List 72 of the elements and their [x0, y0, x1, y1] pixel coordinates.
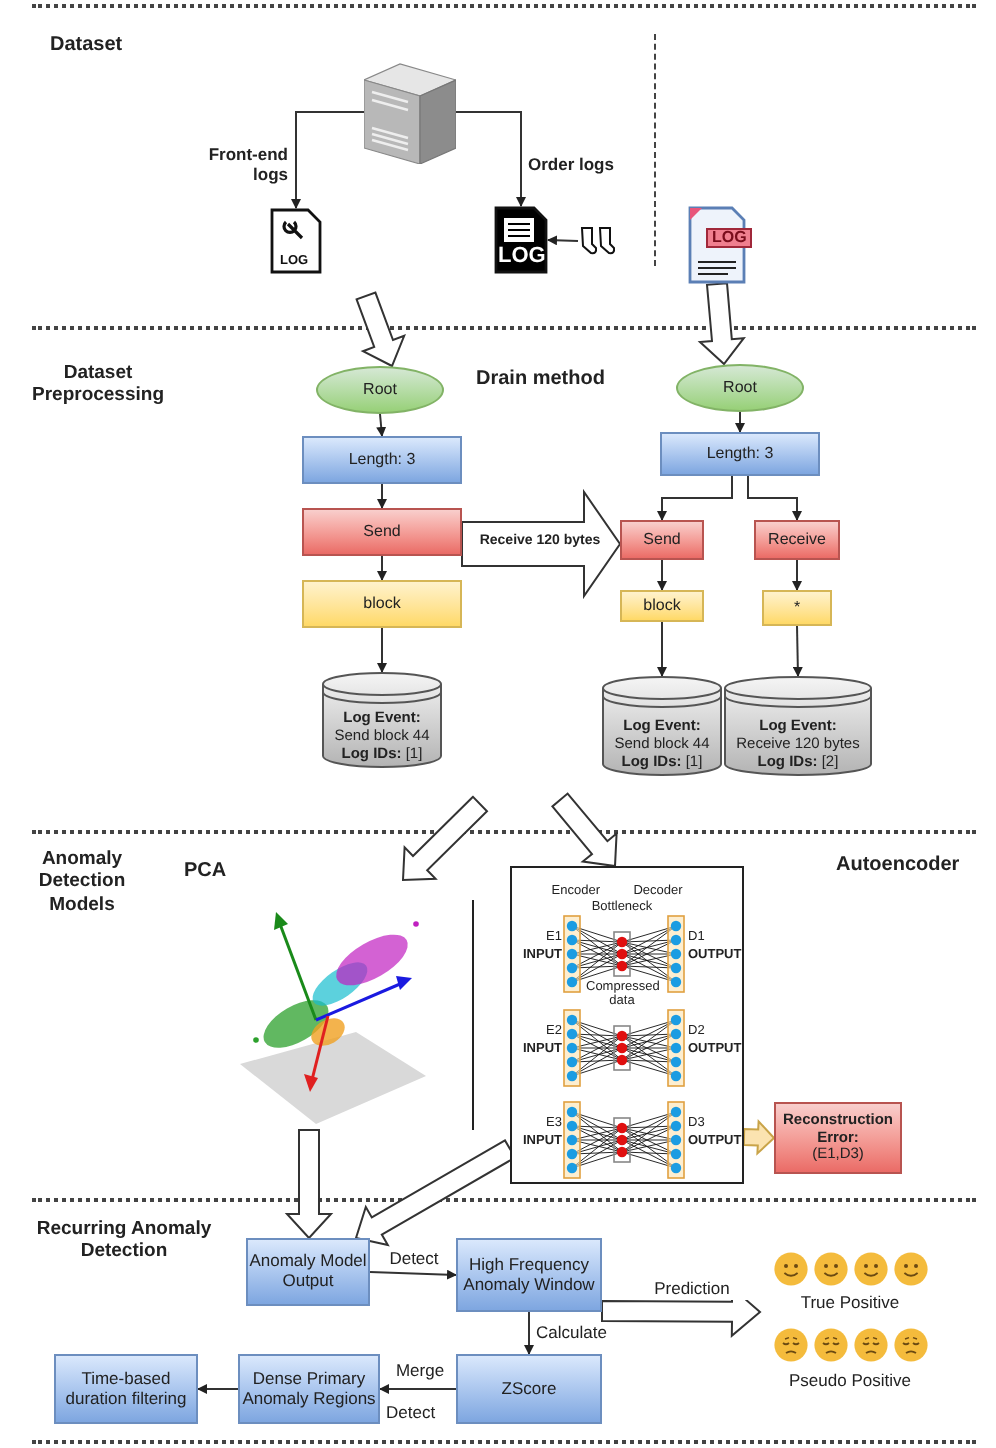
process-box — [246, 1238, 370, 1306]
block-arrow — [697, 282, 746, 366]
node-label: Root — [363, 380, 397, 400]
database-cylinder — [322, 672, 442, 768]
tree-node-box — [762, 590, 832, 626]
arrow — [197, 1384, 239, 1394]
arrow — [657, 559, 667, 591]
error-box — [774, 1102, 902, 1174]
database-cylinder — [724, 676, 872, 776]
node-label: Anomaly Model Output — [248, 1252, 368, 1292]
section-heading: Autoencoder — [836, 854, 960, 878]
server-icon — [364, 60, 456, 164]
arrow — [657, 475, 733, 521]
arrow — [369, 1269, 457, 1280]
node-label: block — [363, 594, 401, 614]
arrow — [792, 625, 803, 677]
tree-node-box — [302, 580, 462, 628]
block-arrow — [355, 291, 406, 368]
arrow — [376, 413, 387, 437]
section-heading: Drain method — [476, 368, 605, 392]
process-box — [456, 1354, 602, 1424]
file-label: LOG — [498, 246, 546, 268]
arrow — [747, 475, 802, 521]
arrow — [379, 1384, 457, 1394]
arrow — [377, 627, 387, 673]
section-heading: Anomaly Detection Models — [36, 848, 128, 917]
tree-node-box — [620, 590, 704, 622]
arrow — [455, 111, 526, 207]
node-label: Time-based duration filtering — [63, 1369, 189, 1409]
section-heading: Recurring Anomaly Detection — [34, 1218, 214, 1264]
arrow — [524, 1311, 534, 1355]
socks-icon — [578, 226, 618, 256]
block-arrow — [461, 488, 622, 600]
node-label: Length: 3 — [348, 450, 416, 470]
file-label: LOG — [706, 228, 753, 248]
node-label: Root — [723, 378, 757, 398]
block-arrow — [401, 795, 489, 882]
node-label: Pseudo Positive — [789, 1371, 911, 1388]
node-label: Send — [363, 522, 401, 542]
arrow — [547, 235, 579, 246]
node-label: Receive — [768, 530, 826, 550]
arrow — [377, 483, 387, 509]
section-heading: Dataset Preprocessing — [30, 362, 166, 408]
block-arrow — [742, 1119, 776, 1156]
arrow — [792, 559, 802, 591]
section-heading: Dataset — [50, 34, 123, 58]
arrow — [657, 621, 667, 677]
node-label: High Frequency Anomaly Window — [461, 1255, 597, 1295]
node-label: ZScore — [501, 1379, 557, 1399]
tree-node-box — [620, 520, 704, 560]
tree-node-box — [660, 432, 820, 476]
node-label: Length: 3 — [706, 444, 774, 464]
arrow — [291, 111, 365, 209]
block-arrow — [284, 1129, 334, 1240]
arrow — [735, 411, 745, 433]
section-heading: PCA — [184, 860, 227, 884]
step-label: Detect — [386, 1404, 436, 1421]
block-arrow — [551, 792, 618, 868]
tree-node-box — [754, 520, 840, 560]
process-box — [456, 1238, 602, 1312]
process-box — [54, 1354, 198, 1424]
autoencoder-panel — [510, 866, 744, 1184]
node-label: Dense Primary Anomaly Regions — [240, 1369, 378, 1409]
node-label: block — [643, 596, 681, 616]
node-label: Send — [643, 530, 681, 550]
database-cylinder — [602, 676, 722, 776]
arrow — [377, 555, 387, 581]
tree-node-box — [302, 436, 462, 484]
node-label: True Positive — [800, 1294, 900, 1311]
tree-node-box — [302, 508, 462, 556]
process-box — [238, 1354, 380, 1424]
node-label: * — [793, 598, 801, 618]
